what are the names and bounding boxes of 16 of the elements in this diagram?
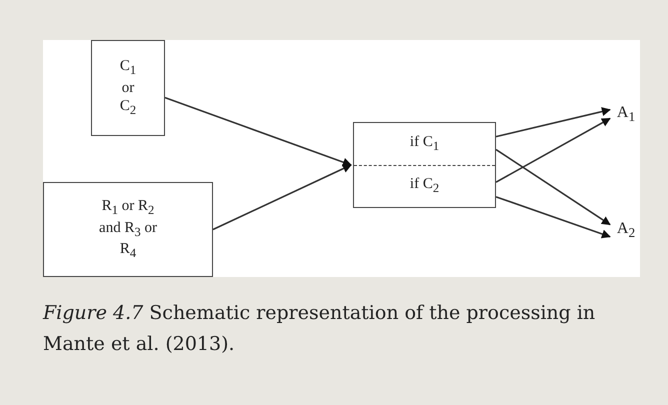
figure-caption: Figure 4.7 Schematic representation of the processing in Mante et al. (2013).	[43, 301, 596, 357]
arrow	[212, 164, 352, 230]
arrow	[164, 96, 352, 166]
condition-text: if C$_{1}$	[410, 132, 440, 155]
decision-box	[353, 122, 496, 208]
process-box	[43, 182, 213, 277]
arrow	[496, 196, 611, 238]
box-text: C$_{1}$ or C$_{2}$	[118, 57, 138, 119]
arrow	[496, 118, 611, 183]
outcome-label: A$_{2}$	[612, 218, 640, 240]
arrow	[496, 148, 611, 226]
outcome-label: A$_{1}$	[612, 102, 640, 124]
box-text: R$_{1}$ or R$_{2}$ and R$_{3}$ or R$_{4}$	[98, 197, 158, 262]
arrow	[496, 107, 611, 138]
process-box	[91, 40, 165, 136]
condition-text: if C$_{2}$	[410, 175, 440, 198]
